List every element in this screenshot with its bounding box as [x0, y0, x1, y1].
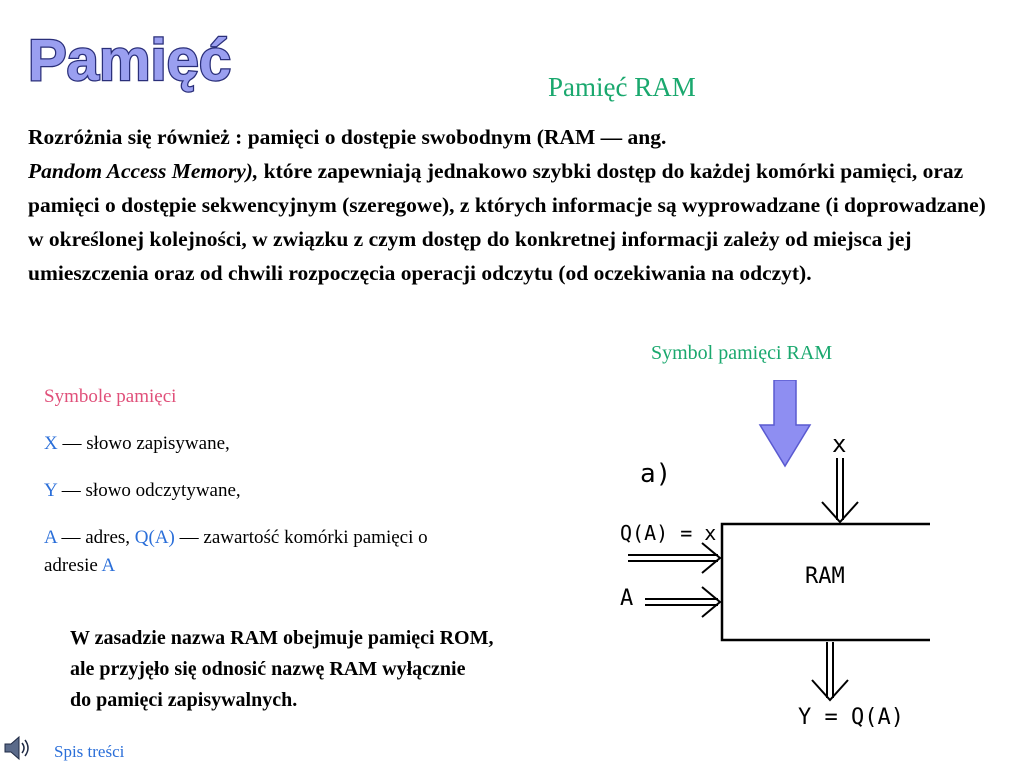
x-input-arrow [821, 458, 859, 524]
note-line1: W zasadzie nazwa RAM obejmuje pamięci RO… [70, 627, 494, 649]
symbol-a-letter2: A [101, 555, 116, 576]
page-title: Pamięć [28, 28, 231, 93]
note-line2: ale przyjęło się odnosić nazwę RAM wyłąc… [70, 658, 466, 680]
symbol-y-line: Y — słowo odczytywane, [44, 477, 241, 505]
label-y-output: Y = Q(A) [798, 705, 904, 730]
ram-box [720, 522, 930, 642]
symbol-a-text1: — adres, [56, 527, 135, 548]
diagram-caption: Symbol pamięci RAM [651, 342, 833, 364]
symbol-a-letter: A [44, 527, 57, 548]
symbol-x-line: X — słowo zapisywane, [44, 430, 230, 458]
intro-part1: Rozróżnia się również : pamięci o dostęp… [28, 125, 667, 149]
intro-part2: które zapewniają jednakowo szybki dostęp… [28, 159, 986, 285]
slide-subtitle: Pamięć RAM [548, 72, 696, 102]
note-paragraph: W zasadzie nazwa RAM obejmuje pamięci RO… [70, 623, 630, 716]
symbol-a-text2: — zawartość komórki pamięci o adresie [44, 527, 428, 576]
table-of-contents-link[interactable]: Spis treści [54, 742, 125, 761]
intro-italic: Pandom Access Memory), [28, 159, 259, 183]
note-line3: do pamięci zapisywalnych. [70, 689, 298, 711]
ram-symbol-diagram: a) x RAM Q(A) = x A Y = Q(A) [620, 380, 930, 730]
y-output-arrow [811, 642, 849, 702]
label-x: x [832, 430, 846, 458]
label-a-input: A [620, 586, 633, 611]
intro-paragraph: Rozróżnia się również : pamięci o dostęp… [28, 120, 988, 290]
a-input-arrow [645, 586, 722, 618]
symbol-y-text: — słowo odczytywane, [57, 480, 241, 501]
symbols-heading: Symbole pamięci [44, 386, 177, 407]
speaker-icon[interactable] [2, 732, 32, 764]
pointer-arrow [758, 380, 812, 468]
label-a-paren: a) [640, 459, 671, 489]
symbol-a-line: A — adres, Q(A) — zawartość komórki pami… [44, 524, 474, 580]
symbol-x-text: — słowo zapisywane, [57, 433, 230, 454]
label-q-input: Q(A) = x [620, 521, 716, 545]
symbol-qa: Q(A) [134, 527, 175, 548]
symbol-x-letter: X [44, 433, 58, 454]
ram-box-label: RAM [805, 564, 845, 589]
q-input-arrow [628, 542, 722, 574]
symbol-y-letter: Y [44, 480, 58, 501]
page-title-wordart: Pamięć [27, 27, 233, 95]
